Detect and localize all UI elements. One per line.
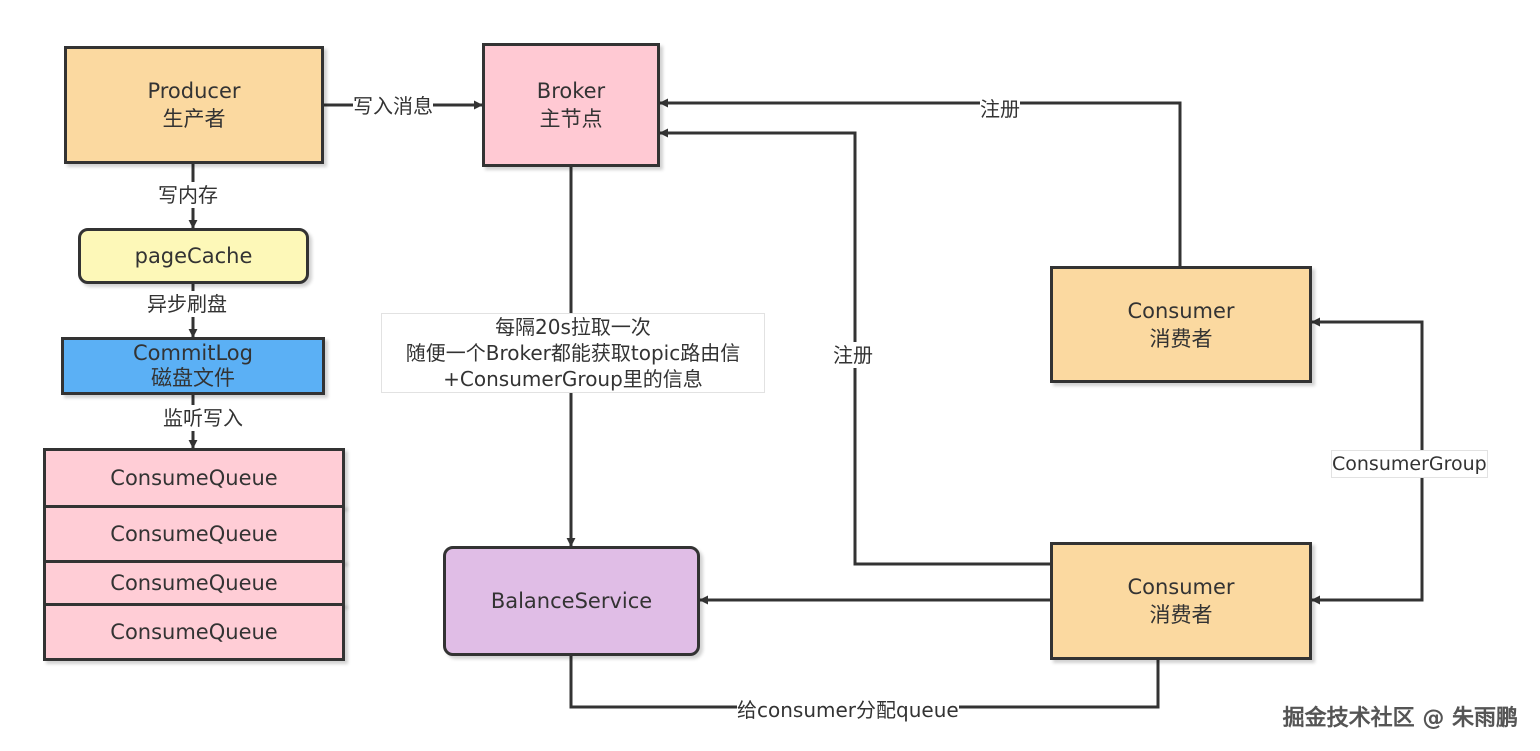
commitlog-subtitle: 磁盘文件 — [151, 366, 235, 390]
edge-label-write-message: 写入消息 — [353, 93, 433, 119]
edge-consumergroup-bottom — [1311, 322, 1424, 605]
consumequeue-label: ConsumeQueue — [110, 522, 278, 546]
edge-label-assign-queue: 给consumer分配queue — [737, 697, 959, 723]
consumer-top-node: Consumer 消费者 — [1050, 266, 1312, 383]
consumequeue-label: ConsumeQueue — [110, 466, 278, 490]
consumer-top-subtitle: 消费者 — [1149, 326, 1213, 351]
broker-subtitle: 主节点 — [539, 107, 603, 131]
consumer-bottom-subtitle: 消费者 — [1149, 603, 1213, 627]
broker-title: Broker — [536, 79, 606, 103]
edge-label-async-flush: 异步刷盘 — [147, 291, 227, 317]
broker-node: Broker 主节点 — [482, 43, 660, 167]
consumequeue-node-3: ConsumeQueue — [43, 560, 345, 606]
edge-label-register-mid: 注册 — [833, 342, 873, 368]
consumer-top-title: Consumer — [1127, 298, 1235, 323]
edge-consumer-top-broker — [659, 98, 1182, 266]
commitlog-node: CommitLog 磁盘文件 — [61, 337, 325, 395]
watermark: 掘金技术社区 @ 朱雨鹏 — [1282, 706, 1518, 731]
balance-service-node: BalanceService — [443, 546, 700, 656]
balance-service-title: BalanceService — [490, 589, 653, 613]
pagecache-title: pageCache — [134, 244, 253, 268]
pull-routing-line-2: 随便一个Broker都能获取topic路由信 — [405, 341, 741, 365]
edge-label-register-top: 注册 — [980, 96, 1020, 122]
consumequeue-node-4: ConsumeQueue — [43, 603, 345, 661]
pull-routing-line-1: 每隔20s拉取一次 — [495, 315, 651, 339]
consumequeue-label: ConsumeQueue — [110, 571, 278, 595]
edge-label-pull-routing: 每隔20s拉取一次 随便一个Broker都能获取topic路由信 +Consum… — [381, 313, 765, 393]
consumequeue-node-2: ConsumeQueue — [43, 505, 345, 563]
consumer-bottom-node: Consumer 消费者 — [1050, 542, 1312, 660]
consumequeue-node-1: ConsumeQueue — [43, 448, 345, 508]
edge-label-consumer-group: ConsumerGroup — [1331, 450, 1488, 478]
pagecache-node: pageCache — [78, 228, 309, 284]
pull-routing-line-3: +ConsumerGroup里的信息 — [443, 367, 703, 391]
edge-label-listen-write: 监听写入 — [163, 405, 243, 431]
commitlog-title: CommitLog — [132, 341, 253, 365]
consumequeue-label: ConsumeQueue — [110, 620, 278, 644]
edge-label-write-memory: 写内存 — [158, 182, 218, 208]
producer-title: Producer — [147, 79, 241, 103]
producer-subtitle: 生产者 — [162, 107, 226, 131]
consumer-bottom-title: Consumer — [1127, 575, 1235, 599]
producer-node: Producer 生产者 — [64, 46, 324, 164]
